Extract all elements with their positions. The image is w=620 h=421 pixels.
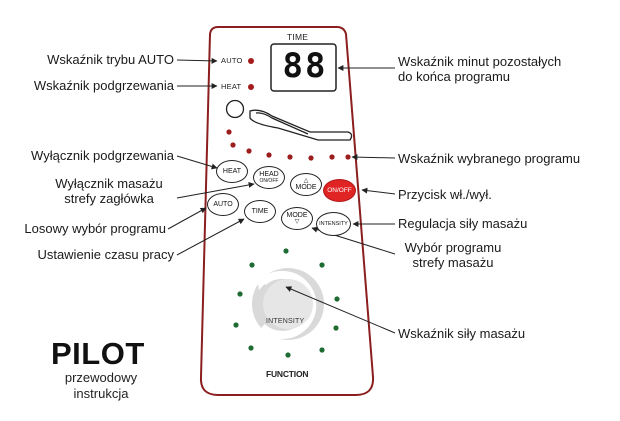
- on-off-button[interactable]: ON/OFF: [323, 179, 356, 202]
- intensity-button[interactable]: INTENSITY: [316, 212, 351, 236]
- intensity-dot: [237, 291, 243, 297]
- time-label: TIME: [287, 32, 309, 42]
- intensity-dial[interactable]: [252, 268, 324, 340]
- mode-down-button[interactable]: MODE ▽: [281, 207, 313, 230]
- intensity-dot: [283, 248, 289, 254]
- on-off-button-label: ON/OFF: [327, 187, 352, 194]
- auto-indicator-led: [248, 58, 254, 64]
- program-dot: [329, 154, 335, 160]
- mode-down-button-label: MODE: [286, 212, 308, 219]
- mode-up-button[interactable]: △ MODE: [290, 173, 322, 196]
- intensity-dot: [233, 322, 239, 328]
- intensity-dot: [248, 345, 254, 351]
- program-dot: [246, 148, 252, 154]
- head-button-sublabel: ON/OFF: [259, 178, 279, 184]
- label-head-massage: Wyłącznik masażu strefy zagłówka: [55, 176, 163, 206]
- program-dot: [266, 152, 272, 158]
- program-dot: [345, 154, 351, 160]
- auto-button[interactable]: AUTO: [207, 193, 239, 216]
- label-random-program: Losowy wybór programu: [24, 221, 166, 236]
- time-display: [270, 43, 337, 92]
- program-dot: [226, 129, 232, 135]
- intensity-dot: [285, 352, 291, 358]
- label-strength-indicator: Wskaźnik siły masażu: [398, 326, 526, 341]
- intensity-dot: [319, 347, 325, 353]
- head-button[interactable]: HEAD ON/OFF: [253, 166, 285, 189]
- heat-indicator-led: [248, 84, 254, 90]
- program-dot: [308, 155, 314, 161]
- time-button-label: TIME: [251, 208, 269, 215]
- label-selected-program: Wskaźnik wybranego programu: [398, 151, 581, 166]
- label-zone-program: Wybór programu strefy masażu: [404, 240, 502, 270]
- program-indicator-dots: [226, 129, 351, 161]
- triangle-up-icon: △: [303, 178, 309, 184]
- label-heating-indicator: Wskaźnik podgrzewania: [33, 78, 174, 93]
- title-subtitle: przewodowy instrukcja: [64, 370, 138, 401]
- heat-button-label: HEAT: [222, 168, 242, 175]
- head-button-label: HEAD: [259, 171, 279, 178]
- intensity-button-label: INTENSITY: [319, 220, 348, 227]
- time-button[interactable]: TIME: [244, 200, 276, 223]
- auto-button-label: AUTO: [213, 201, 233, 208]
- label-heating-switch: Wyłącznik podgrzewania: [31, 148, 174, 163]
- label-massage-strength: Regulacja siły masażu: [398, 216, 528, 231]
- heat-button[interactable]: HEAT: [216, 160, 248, 183]
- intensity-dot: [249, 262, 255, 268]
- program-dot: [230, 142, 236, 148]
- label-auto-mode: Wskaźnik trybu AUTO: [47, 52, 174, 67]
- heat-indicator-label: HEAT: [221, 82, 242, 91]
- program-dot: [287, 154, 293, 160]
- intensity-dot: [334, 296, 340, 302]
- callout-lines: [167, 57, 396, 334]
- display-digits: 88: [282, 46, 328, 86]
- chair-icon: [225, 99, 353, 141]
- title-pilot: PILOT: [51, 336, 145, 371]
- triangle-down-icon: ▽: [294, 219, 300, 225]
- function-label: FUNCTION: [266, 369, 309, 379]
- intensity-dot: [319, 262, 325, 268]
- intensity-indicator-dots: [233, 248, 340, 358]
- label-work-time: Ustawienie czasu pracy: [37, 247, 174, 262]
- auto-indicator-label: AUTO: [221, 56, 243, 65]
- mode-up-button-label: MODE: [295, 184, 317, 191]
- label-on-off-button: Przycisk wł./wył.: [398, 187, 492, 202]
- label-minutes-left: Wskaźnik minut pozostałych do końca prog…: [398, 54, 562, 84]
- intensity-dot: [333, 325, 339, 331]
- intensity-dial-label: INTENSITY: [266, 318, 305, 325]
